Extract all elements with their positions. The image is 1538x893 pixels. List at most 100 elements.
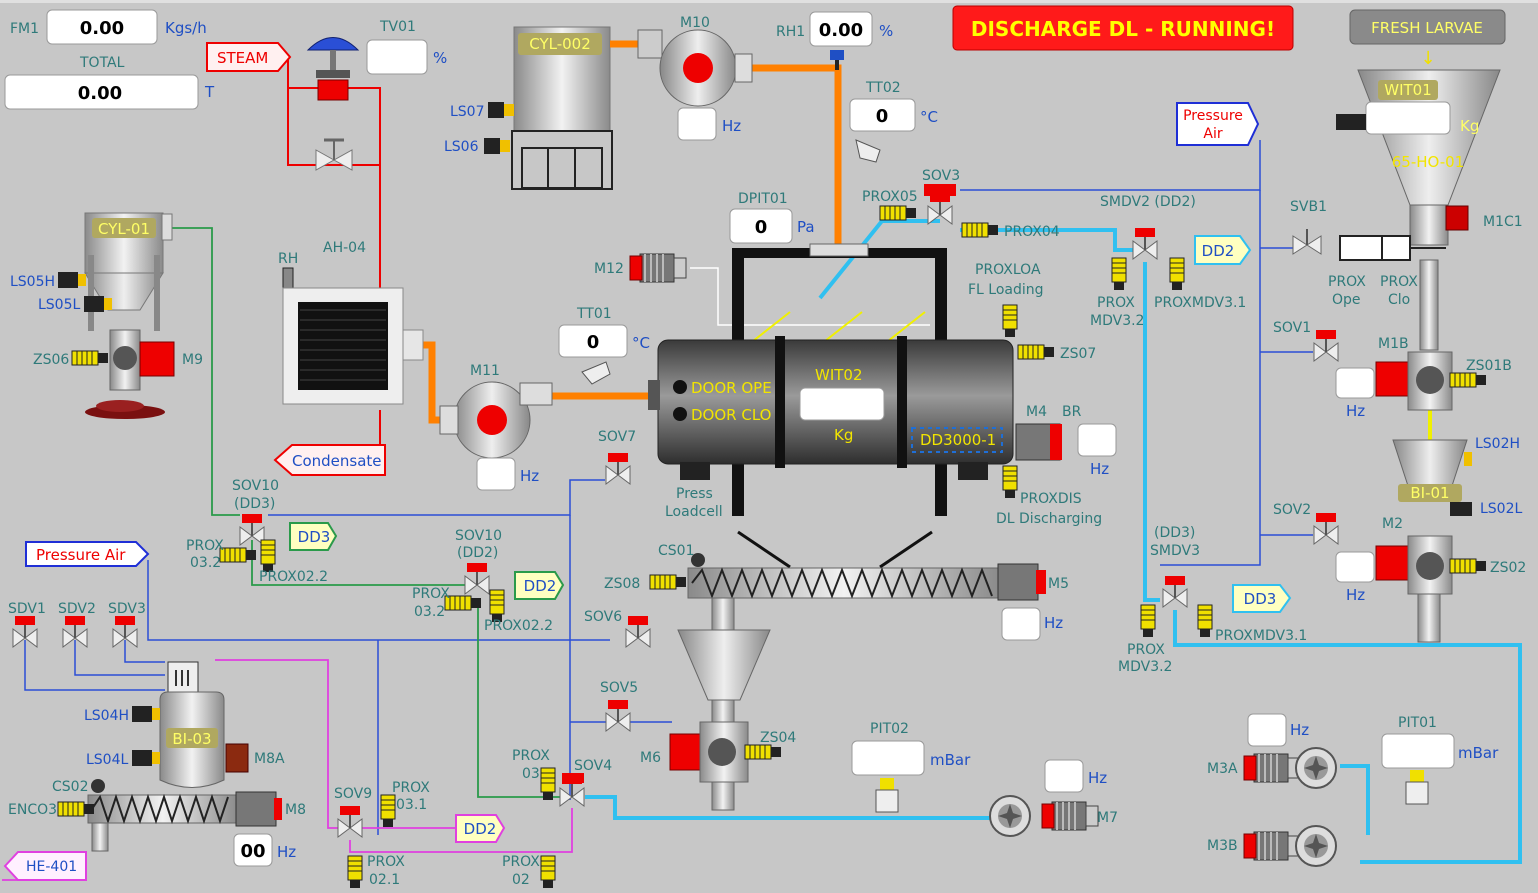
m11-fan-icon[interactable] bbox=[439, 381, 553, 459]
svb1-valve-icon[interactable] bbox=[1292, 229, 1322, 255]
smdv2-dd2-label: DD2 bbox=[1202, 242, 1235, 260]
zs08-sensor-icon bbox=[649, 574, 687, 590]
m6-rotary-valve-icon[interactable] bbox=[669, 721, 749, 783]
smdv2-diverter: SMDV2 (DD2) DD2 PROX MDV3.2 PROXMDV3.1 bbox=[1090, 194, 1252, 329]
m2-hz-box[interactable] bbox=[1335, 551, 1375, 583]
pit01-value-box[interactable] bbox=[1381, 733, 1455, 769]
tv01-control-valve-icon[interactable] bbox=[306, 37, 360, 101]
m5-label: M5 bbox=[1048, 576, 1069, 592]
prox02-label-1: PROX bbox=[502, 854, 540, 870]
he401-tag[interactable] bbox=[3, 851, 87, 881]
sov2-valve-icon[interactable] bbox=[1313, 512, 1339, 545]
m5-hz-box[interactable] bbox=[1001, 607, 1041, 641]
m10-fan-icon[interactable] bbox=[637, 29, 753, 107]
m3a-motor-icon[interactable] bbox=[1243, 753, 1301, 783]
m3b-blower-icon[interactable] bbox=[1295, 825, 1337, 867]
smdv2-dd2-tag[interactable] bbox=[1194, 235, 1252, 265]
fresh-larvae-button[interactable]: FRESH LARVAE bbox=[1349, 9, 1506, 45]
slide-gate-icon[interactable] bbox=[1339, 235, 1446, 261]
m12-label: M12 bbox=[594, 261, 624, 277]
smdv3-dd3-tag[interactable] bbox=[1232, 584, 1292, 613]
pit01-unit: mBar bbox=[1458, 744, 1499, 762]
m3a-label: M3A bbox=[1207, 761, 1238, 777]
total-value-box[interactable] bbox=[4, 74, 199, 110]
m3b-motor-icon[interactable] bbox=[1243, 831, 1301, 861]
pit01-section: PIT01 mBar Hz M3A M3B bbox=[1207, 713, 1499, 867]
sov10b-label-1: SOV10 bbox=[455, 528, 502, 544]
m9-rotary-valve-icon[interactable] bbox=[109, 329, 175, 391]
sov6-valve-icon[interactable] bbox=[625, 615, 651, 648]
m8-motor-icon[interactable] bbox=[235, 791, 282, 827]
fm1-value-box[interactable] bbox=[46, 9, 158, 45]
rh1-value-box[interactable] bbox=[809, 11, 873, 47]
m2-rotary-valve-icon[interactable] bbox=[1375, 535, 1453, 595]
m3a-blower-icon[interactable] bbox=[1295, 747, 1337, 789]
m4-hz-box[interactable] bbox=[1077, 423, 1117, 457]
m8a-motor-icon[interactable] bbox=[225, 743, 249, 773]
sov10b-dd2-tag[interactable] bbox=[514, 571, 565, 600]
zs02-label: ZS02 bbox=[1490, 560, 1526, 576]
sov9-label: SOV9 bbox=[334, 786, 372, 802]
m7-hz-box[interactable] bbox=[1044, 759, 1084, 793]
wit02-value-box[interactable] bbox=[799, 387, 885, 421]
prox02-sensor-icon bbox=[540, 855, 556, 889]
m11-label: M11 bbox=[470, 363, 500, 379]
prox021-label-2: 02.1 bbox=[369, 872, 400, 888]
prox03-label-2: 03 bbox=[522, 766, 540, 782]
m8-value-box[interactable] bbox=[233, 833, 273, 867]
sov7-valve-icon[interactable] bbox=[605, 452, 631, 485]
smdv2-prox32-icon bbox=[1111, 257, 1127, 291]
smdv3-valve-icon[interactable] bbox=[1162, 575, 1188, 608]
tv01-value-box[interactable] bbox=[366, 39, 428, 75]
prox03-label-1: PROX bbox=[512, 748, 550, 764]
m4-motor-icon[interactable] bbox=[1015, 423, 1062, 461]
prox031-label-2: 03.1 bbox=[396, 797, 427, 813]
sov10a-dd3-tag[interactable] bbox=[289, 522, 338, 551]
smdv2-valve-icon[interactable] bbox=[1132, 227, 1158, 260]
m12-motor-icon[interactable] bbox=[629, 253, 687, 283]
smdv2-label: SMDV2 (DD2) bbox=[1100, 194, 1196, 210]
tt02-value-box[interactable] bbox=[849, 98, 916, 132]
ls05l-level-sensor-icon bbox=[84, 296, 112, 312]
m5-motor-icon[interactable] bbox=[997, 563, 1046, 601]
ls04l-level-sensor-icon bbox=[132, 750, 160, 766]
m3a-hz-box[interactable] bbox=[1247, 713, 1287, 747]
m7-blower-icon[interactable] bbox=[989, 795, 1031, 837]
dpit01-value-box[interactable] bbox=[729, 208, 793, 244]
wit01-value-box[interactable] bbox=[1365, 101, 1451, 135]
m1b-rotary-valve-icon[interactable] bbox=[1375, 351, 1453, 411]
sov5-valve-icon[interactable] bbox=[605, 699, 631, 732]
m8-hz-unit: Hz bbox=[277, 843, 296, 861]
sov9-valve-icon[interactable] bbox=[337, 805, 363, 838]
ls07-level-sensor-icon bbox=[488, 102, 514, 118]
sov1-valve-icon[interactable] bbox=[1313, 329, 1339, 362]
m11-hz-box[interactable] bbox=[476, 457, 516, 491]
pit02-value-box[interactable] bbox=[851, 740, 925, 776]
sov9-dd2-tag[interactable] bbox=[455, 814, 506, 843]
tt01-value-box[interactable] bbox=[558, 324, 628, 358]
pit02-label: PIT02 bbox=[870, 721, 909, 737]
zs01b-sensor-icon bbox=[1449, 372, 1487, 388]
wit01-label: WIT01 bbox=[1384, 81, 1432, 99]
ls04h-label: LS04H bbox=[84, 708, 129, 724]
m1b-hz-box[interactable] bbox=[1335, 367, 1375, 399]
alarm-banner[interactable]: DISCHARGE DL - RUNNING! bbox=[952, 5, 1294, 51]
m7-motor-icon[interactable] bbox=[1041, 801, 1099, 831]
ls05h-label: LS05H bbox=[10, 274, 55, 290]
sov5-label: SOV5 bbox=[600, 680, 638, 696]
zs02-sensor-icon bbox=[1449, 558, 1487, 574]
steam-bypass-valve-icon[interactable] bbox=[315, 138, 353, 171]
m10-hz-box[interactable] bbox=[677, 107, 717, 141]
tv01-label: TV01 bbox=[379, 19, 416, 35]
tt02-sensor-icon bbox=[855, 139, 881, 163]
m11-hz-unit: Hz bbox=[520, 467, 539, 485]
m2-hz-unit: Hz bbox=[1346, 586, 1365, 604]
sov10b-valve-icon[interactable] bbox=[464, 562, 490, 595]
pit02-sensor-icon bbox=[875, 778, 899, 813]
zs07-label: ZS07 bbox=[1060, 346, 1096, 362]
m1c1-motor-icon[interactable] bbox=[1445, 205, 1469, 231]
ls04h-level-sensor-icon bbox=[132, 706, 160, 722]
steam-label: STEAM bbox=[217, 49, 268, 67]
cyl01-section: CYL-01 LS05H LS05L ZS06 M9 bbox=[10, 212, 203, 419]
m3b-label: M3B bbox=[1207, 838, 1238, 854]
